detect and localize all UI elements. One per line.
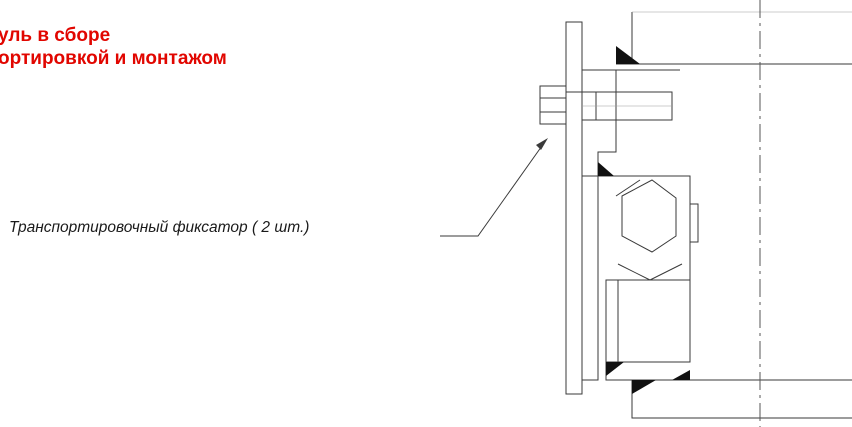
ring-race-upper [598, 175, 691, 280]
title-line-1: уль в сборе [0, 25, 111, 46]
title-line-2: ортировкой и монтажом [0, 48, 227, 69]
weld-mark-lower-right [672, 370, 690, 380]
weld-mark-lower [632, 380, 656, 394]
callout-label: Транспортировочный фиксатор ( 2 шт.) [9, 219, 310, 236]
leader-line [440, 142, 545, 237]
lower-housing [631, 380, 852, 419]
inner-ring-top [582, 69, 617, 177]
side-pad [689, 203, 699, 243]
bolt-head [539, 85, 567, 125]
drawing-lines [440, 0, 852, 427]
inner-ring-body [582, 176, 599, 381]
race-chamfer [617, 263, 683, 281]
weld-mark-mid [598, 162, 614, 176]
mounting-plate [565, 21, 583, 395]
weld-marks [598, 46, 690, 394]
roller-element [621, 179, 677, 253]
lower-race [605, 279, 691, 363]
roller-edge [615, 179, 641, 197]
drawing-title: уль в сборе ортировкой и монтажом [0, 24, 227, 70]
arrow-icon [536, 138, 548, 150]
upper-housing [631, 12, 852, 65]
lower-housing-top [605, 362, 852, 381]
weld-mark-lower-left [606, 362, 624, 376]
weld-mark-upper [616, 46, 640, 64]
